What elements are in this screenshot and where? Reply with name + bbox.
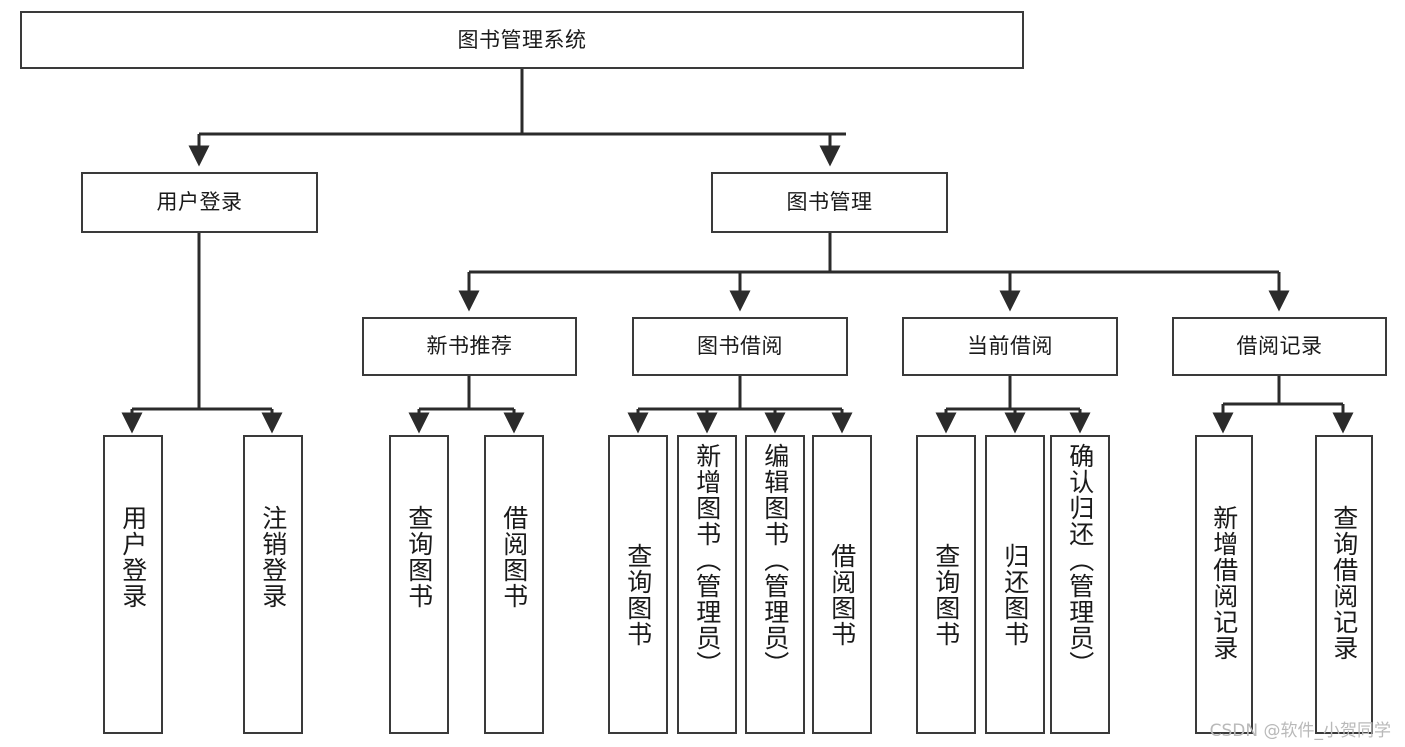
leaf-add-book-label: 新增图书（管理员）: [692, 443, 722, 677]
leaf-add-record[interactable]: 新增借阅记录: [1195, 435, 1253, 734]
leaf-query-book-2[interactable]: 查询图书: [608, 435, 668, 734]
watermark: CSDN @软件_小贺同学: [1209, 721, 1391, 741]
node-root-label: 图书管理系统: [457, 27, 587, 52]
leaf-query-record-label: 查询借阅记录: [1329, 505, 1359, 661]
leaf-user-login[interactable]: 用户登录: [103, 435, 163, 734]
leaf-query-book-3[interactable]: 查询图书: [916, 435, 976, 734]
node-user-login-label: 用户登录: [156, 190, 243, 215]
leaf-add-record-label: 新增借阅记录: [1209, 505, 1239, 661]
leaf-user-logout[interactable]: 注销登录: [243, 435, 303, 734]
leaf-borrow-book-1-label: 借阅图书: [499, 505, 529, 609]
leaf-user-login-label: 用户登录: [118, 505, 148, 609]
node-current-borrow[interactable]: 当前借阅: [902, 317, 1118, 376]
leaf-return-book-label: 归还图书: [1000, 543, 1030, 647]
leaf-add-book[interactable]: 新增图书（管理员）: [677, 435, 737, 734]
leaf-borrow-book-2[interactable]: 借阅图书: [812, 435, 872, 734]
node-root[interactable]: 图书管理系统: [20, 11, 1024, 69]
node-book-manage-label: 图书管理: [786, 190, 873, 215]
leaf-edit-book-label: 编辑图书（管理员）: [760, 443, 790, 677]
node-book-borrow-label: 图书借阅: [697, 334, 783, 359]
leaf-confirm-return[interactable]: 确认归还（管理员）: [1050, 435, 1110, 734]
leaf-return-book[interactable]: 归还图书: [985, 435, 1045, 734]
leaf-edit-book[interactable]: 编辑图书（管理员）: [745, 435, 805, 734]
leaf-borrow-book-1[interactable]: 借阅图书: [484, 435, 544, 734]
node-borrow-record-label: 借阅记录: [1236, 334, 1323, 359]
leaf-query-book-3-label: 查询图书: [931, 543, 961, 647]
leaf-query-record[interactable]: 查询借阅记录: [1315, 435, 1373, 734]
leaf-query-book-1[interactable]: 查询图书: [389, 435, 449, 734]
leaf-confirm-return-label: 确认归还（管理员）: [1065, 443, 1095, 677]
leaf-user-logout-label: 注销登录: [258, 505, 288, 609]
leaf-query-book-2-label: 查询图书: [623, 543, 653, 647]
node-user-login[interactable]: 用户登录: [81, 172, 318, 233]
node-book-manage[interactable]: 图书管理: [711, 172, 948, 233]
node-book-borrow[interactable]: 图书借阅: [632, 317, 848, 376]
node-new-book-rec-label: 新书推荐: [426, 334, 513, 359]
node-current-borrow-label: 当前借阅: [967, 334, 1053, 359]
node-borrow-record[interactable]: 借阅记录: [1172, 317, 1387, 376]
leaf-query-book-1-label: 查询图书: [404, 505, 434, 609]
leaf-borrow-book-2-label: 借阅图书: [827, 543, 857, 647]
node-new-book-rec[interactable]: 新书推荐: [362, 317, 577, 376]
